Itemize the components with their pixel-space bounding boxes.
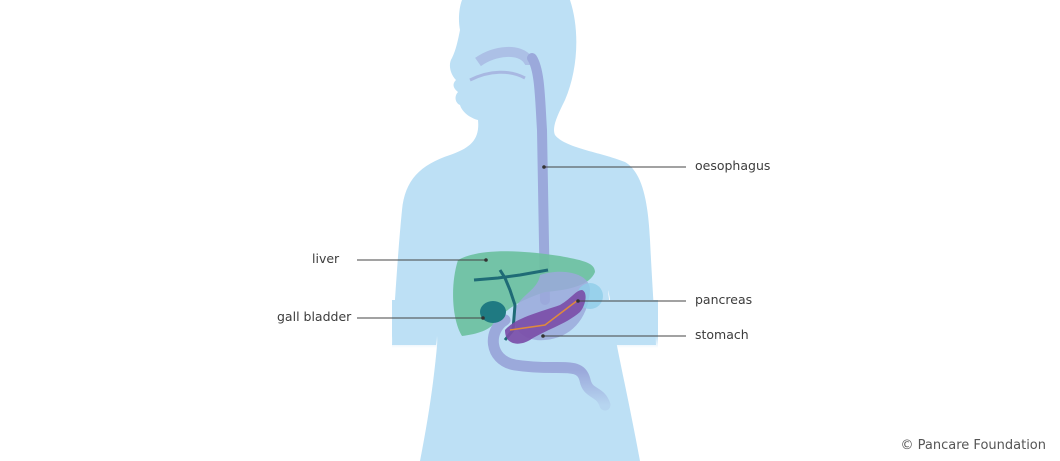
gall-bladder-shape [480, 301, 506, 323]
label-oesophagus: oesophagus [695, 158, 771, 173]
oesophagus-shape [527, 53, 550, 305]
pancreas-shape [505, 290, 586, 344]
label-stomach: stomach [695, 327, 749, 342]
leader-dots [481, 165, 580, 338]
pancreatic-duct [509, 299, 579, 331]
leader-lines [357, 166, 686, 337]
oral-passage [469, 70, 526, 82]
label-liver: liver [312, 251, 340, 266]
duodenum-shape [487, 314, 611, 411]
copyright-credit: © Pancare Foundation [900, 438, 1046, 453]
label-pancreas: pancreas [695, 292, 753, 307]
right-arm-fade [608, 300, 658, 348]
label-gall-bladder: gall bladder [277, 309, 352, 324]
left-arm-fade [392, 300, 442, 348]
body-silhouette [392, 0, 656, 461]
